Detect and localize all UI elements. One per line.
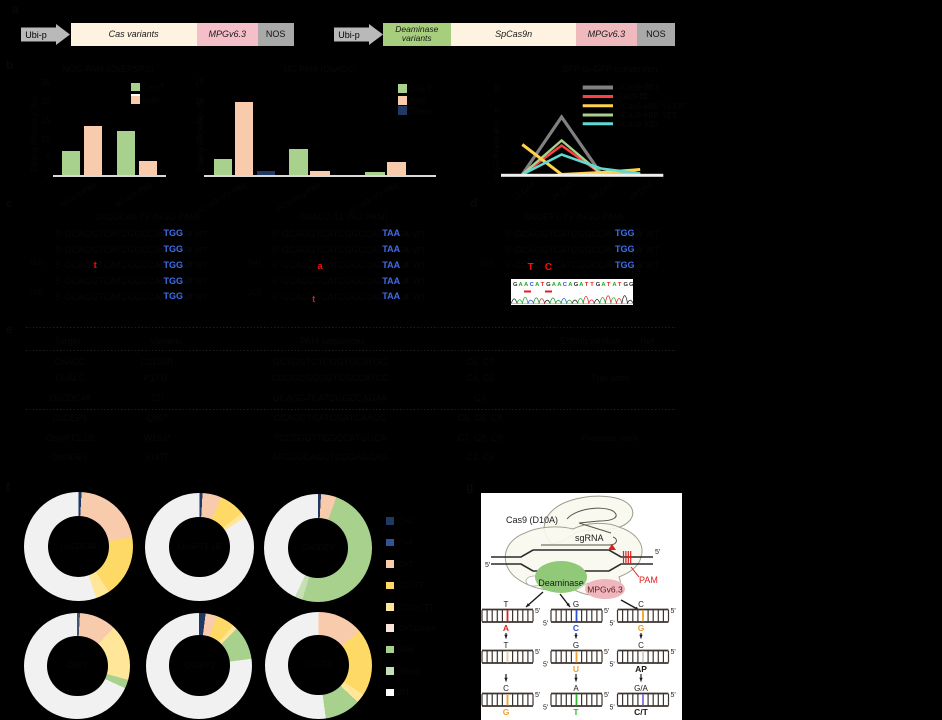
svg-text:A: A (535, 282, 540, 288)
svg-text:G: G (624, 282, 629, 288)
svg-text:G: G (513, 282, 518, 288)
svg-text:5': 5' (604, 649, 609, 656)
svg-text:5': 5' (610, 620, 615, 627)
svg-text:G/A: G/A (634, 684, 648, 693)
svg-text:5': 5' (543, 704, 548, 711)
svg-text:G: G (629, 282, 633, 288)
svg-text:A: A (601, 282, 606, 288)
svg-text:Ubi-p: Ubi-p (25, 30, 47, 40)
svg-text:5': 5' (535, 608, 540, 615)
svg-text:Cas9 (D10A): Cas9 (D10A) (506, 515, 558, 525)
svg-text:C: C (638, 600, 644, 609)
svg-text:A: A (557, 282, 562, 288)
svg-text:C/T: C/T (634, 707, 649, 717)
svg-text:G: G (573, 641, 579, 650)
svg-text:G: G (638, 623, 645, 633)
svg-text:T: T (573, 707, 579, 717)
svg-text:T: T (607, 282, 611, 288)
svg-text:5': 5' (610, 704, 615, 711)
svg-text:5': 5' (671, 692, 676, 699)
svg-text:5': 5' (535, 692, 540, 699)
svg-text:T: T (590, 282, 594, 288)
svg-text:5': 5' (543, 661, 548, 668)
svg-text:T: T (618, 282, 622, 288)
svg-text:T: T (504, 641, 509, 650)
svg-text:G: G (573, 600, 579, 609)
svg-text:C: C (530, 282, 535, 288)
svg-text:T: T (585, 282, 589, 288)
svg-text:C: C (563, 282, 568, 288)
svg-text:C: C (573, 623, 579, 633)
svg-text:5': 5' (543, 620, 548, 627)
svg-text:T: T (504, 600, 509, 609)
svg-text:A: A (519, 282, 524, 288)
svg-text:G: G (503, 707, 510, 717)
svg-text:G: G (574, 282, 579, 288)
svg-text:A: A (552, 282, 557, 288)
svg-text:T: T (541, 282, 545, 288)
svg-text:Deaminase: Deaminase (538, 578, 584, 588)
svg-text:A: A (573, 684, 579, 693)
svg-text:5': 5' (671, 608, 676, 615)
svg-text:A: A (579, 282, 584, 288)
svg-text:5': 5' (604, 608, 609, 615)
svg-text:5': 5' (485, 562, 490, 569)
svg-text:A: A (524, 282, 529, 288)
svg-text:G: G (596, 282, 601, 288)
svg-text:A: A (503, 623, 509, 633)
svg-text:A: A (612, 282, 617, 288)
svg-text:5': 5' (655, 549, 660, 556)
svg-text:5': 5' (604, 692, 609, 699)
svg-text:sgRNA: sgRNA (575, 533, 604, 543)
svg-text:5': 5' (535, 649, 540, 656)
svg-text:U: U (573, 664, 579, 674)
svg-text:C: C (503, 684, 509, 693)
svg-text:5': 5' (671, 649, 676, 656)
svg-text:AP: AP (635, 664, 647, 674)
svg-text:C: C (638, 641, 644, 650)
svg-text:A: A (568, 282, 573, 288)
svg-text:PAM: PAM (639, 575, 658, 585)
svg-text:5': 5' (610, 661, 615, 668)
svg-text:MPGv6.3: MPGv6.3 (587, 584, 623, 594)
svg-text:Ubi-p: Ubi-p (338, 30, 360, 40)
svg-text:G: G (546, 282, 551, 288)
